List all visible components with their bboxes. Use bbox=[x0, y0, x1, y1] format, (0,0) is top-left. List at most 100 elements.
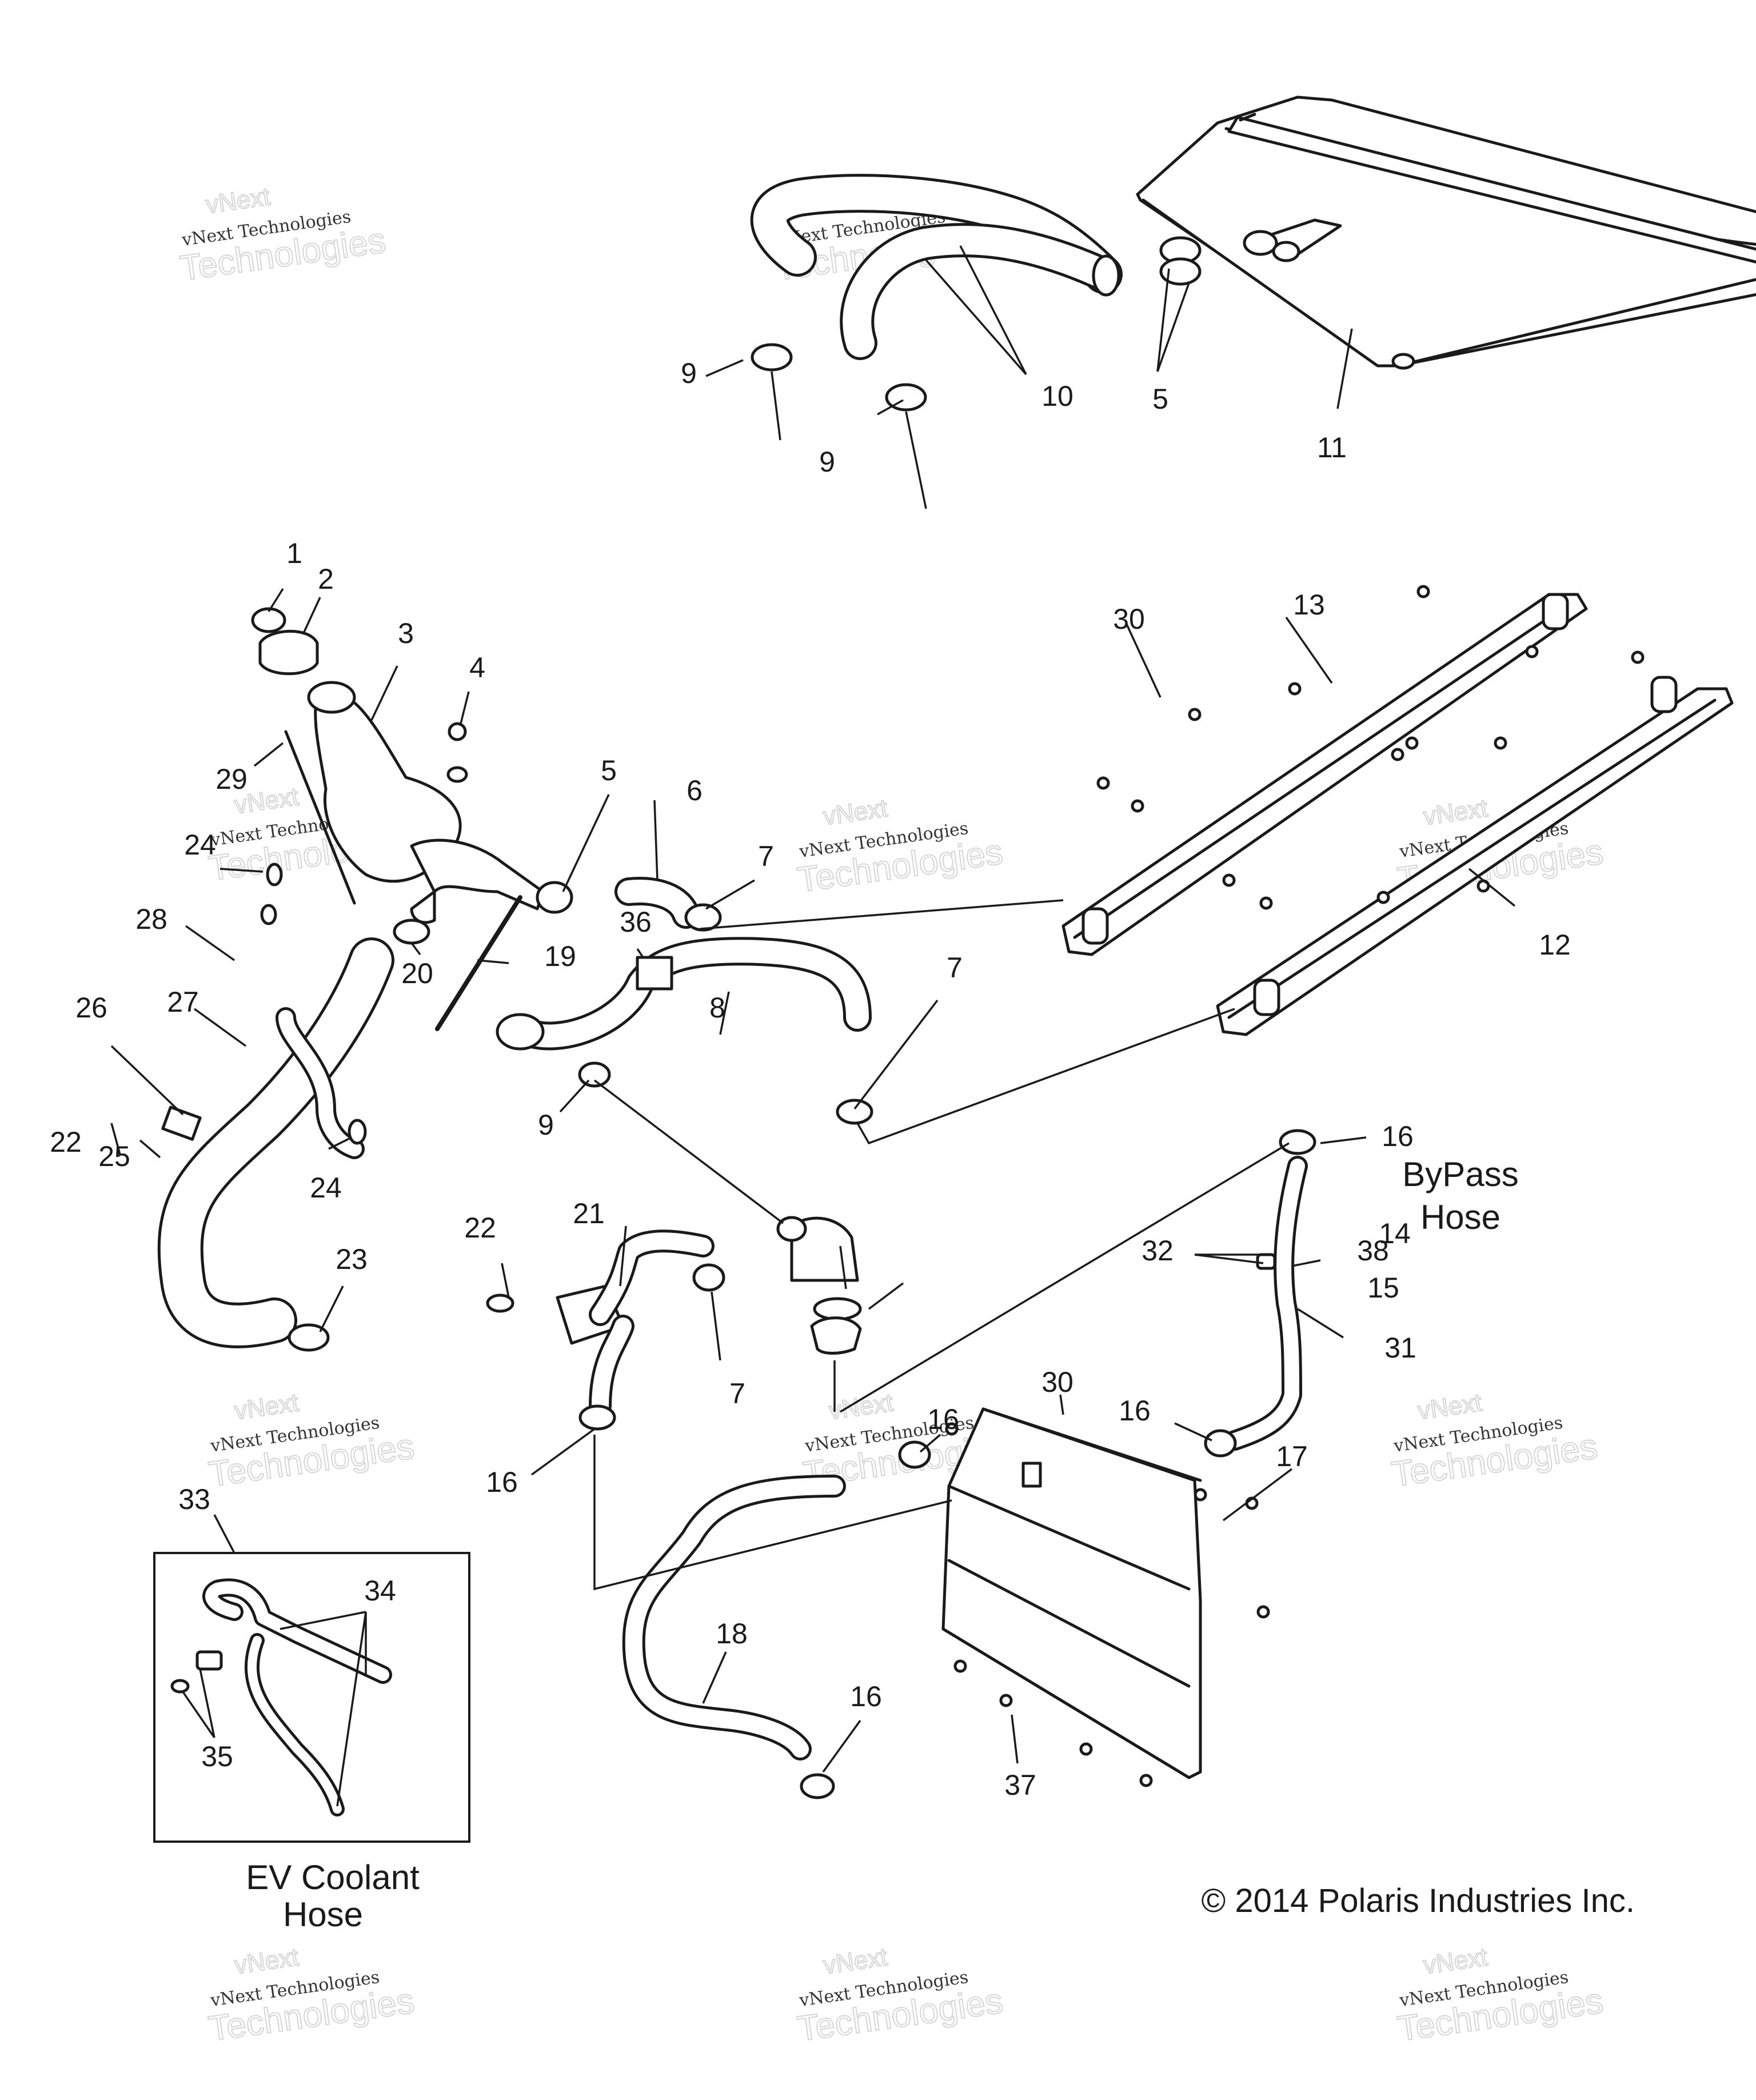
screw bbox=[1416, 585, 1430, 598]
callout-12: 12 bbox=[1539, 929, 1571, 961]
screw bbox=[1405, 736, 1419, 750]
watermark-text: vNext bbox=[1422, 1943, 1489, 1979]
callout-9: 9 bbox=[538, 1109, 554, 1141]
screw bbox=[1256, 1605, 1270, 1619]
screw bbox=[999, 1694, 1013, 1707]
hose-part-6 bbox=[536, 877, 722, 932]
bolt-part-25 bbox=[139, 1139, 161, 1159]
upper-hose-part-10 bbox=[750, 174, 1123, 360]
callout-17: 17 bbox=[1276, 1440, 1308, 1472]
copyright-text: © 2014 Polaris Industries Inc. bbox=[1202, 1882, 1635, 1919]
watermark-text: vNext bbox=[233, 1388, 300, 1425]
callout-7: 7 bbox=[729, 1378, 745, 1410]
callout-8: 8 bbox=[709, 992, 725, 1024]
watermark-text: vNext bbox=[821, 794, 889, 831]
callout-32: 32 bbox=[1142, 1235, 1174, 1267]
callout-20: 20 bbox=[401, 957, 433, 989]
callout-25: 25 bbox=[98, 1140, 130, 1172]
filler-neck-part-3 bbox=[251, 607, 545, 924]
callout-6: 6 bbox=[687, 774, 703, 807]
callout-26: 26 bbox=[75, 992, 107, 1024]
screw bbox=[1188, 708, 1202, 721]
bypass-caption-line1: ByPass bbox=[1402, 1155, 1518, 1193]
screw bbox=[1525, 645, 1539, 658]
screw bbox=[1259, 896, 1273, 910]
hose-part-8 bbox=[496, 937, 873, 1125]
callout-22: 22 bbox=[464, 1212, 496, 1244]
callout-30: 30 bbox=[1113, 603, 1145, 635]
screw bbox=[1079, 1742, 1093, 1756]
callout-15: 15 bbox=[1367, 1272, 1399, 1304]
callout-5: 5 bbox=[601, 754, 617, 786]
callout-29: 29 bbox=[215, 763, 248, 795]
callout-10: 10 bbox=[1041, 380, 1073, 412]
radiator-part-11 bbox=[1136, 95, 1756, 370]
watermark-text: vNext bbox=[233, 1943, 300, 1979]
callout-24: 24 bbox=[184, 829, 216, 861]
callout-7: 7 bbox=[947, 952, 963, 984]
ev-coolant-hose-inset bbox=[153, 1552, 470, 1843]
callout-37: 37 bbox=[1004, 1769, 1036, 1801]
bypass-hose-part-31 bbox=[1204, 1129, 1316, 1458]
callout-16: 16 bbox=[850, 1680, 882, 1712]
callout-16: 16 bbox=[1382, 1120, 1414, 1152]
screw bbox=[945, 1422, 959, 1436]
callout-33: 33 bbox=[178, 1483, 210, 1515]
callout-18: 18 bbox=[716, 1618, 748, 1650]
callout-30: 30 bbox=[1041, 1366, 1073, 1398]
callout-11: 11 bbox=[1317, 432, 1347, 464]
callout-22: 22 bbox=[50, 1126, 82, 1158]
callout-4: 4 bbox=[469, 652, 485, 684]
callout-24: 24 bbox=[310, 1172, 342, 1204]
callout-23: 23 bbox=[336, 1243, 368, 1275]
screw bbox=[1631, 650, 1645, 664]
screw bbox=[1376, 891, 1390, 904]
watermark-text: vNext bbox=[204, 182, 272, 219]
watermark-text: vNext bbox=[821, 1943, 889, 1979]
callout-14: 14 bbox=[1379, 1217, 1411, 1249]
callout-35: 35 bbox=[201, 1740, 233, 1772]
callout-27: 27 bbox=[167, 986, 199, 1018]
screw bbox=[1131, 799, 1144, 813]
callout-3: 3 bbox=[398, 617, 414, 649]
bleed-rod-part-19 bbox=[435, 895, 522, 1031]
callout-16: 16 bbox=[486, 1466, 518, 1498]
callout-36: 36 bbox=[620, 906, 652, 938]
radiator-tank-part-12 bbox=[1216, 676, 1734, 1036]
callout-2: 2 bbox=[318, 563, 334, 595]
bracket-part-36 bbox=[636, 956, 673, 991]
watermark-text: vNext bbox=[1422, 794, 1489, 831]
watermark-text: vNext bbox=[827, 1388, 895, 1425]
callout-34: 34 bbox=[364, 1575, 396, 1607]
callout-9: 9 bbox=[681, 357, 697, 389]
screw bbox=[1494, 736, 1507, 750]
radiator-tank-part-13 bbox=[1061, 593, 1588, 956]
callout-16: 16 bbox=[927, 1403, 959, 1435]
ev-caption-line2: Hose bbox=[283, 1895, 363, 1934]
callout-13: 13 bbox=[1293, 589, 1325, 621]
screw bbox=[1096, 776, 1110, 790]
screw bbox=[1391, 748, 1404, 761]
hose-part-18 bbox=[622, 1440, 931, 1799]
watermark-text: vNext bbox=[1416, 1388, 1483, 1425]
screw bbox=[1139, 1774, 1153, 1787]
callout-1: 1 bbox=[286, 537, 302, 569]
screw bbox=[1222, 873, 1236, 887]
callout-31: 31 bbox=[1384, 1332, 1416, 1364]
callout-28: 28 bbox=[135, 903, 167, 935]
callout-7: 7 bbox=[758, 840, 774, 872]
callout-5: 5 bbox=[1152, 383, 1168, 415]
bolt-part-22 bbox=[110, 1123, 121, 1155]
leader-lines bbox=[110, 245, 1516, 1807]
callout-21: 21 bbox=[573, 1197, 605, 1229]
screw bbox=[953, 1659, 967, 1673]
callout-9: 9 bbox=[819, 446, 835, 478]
